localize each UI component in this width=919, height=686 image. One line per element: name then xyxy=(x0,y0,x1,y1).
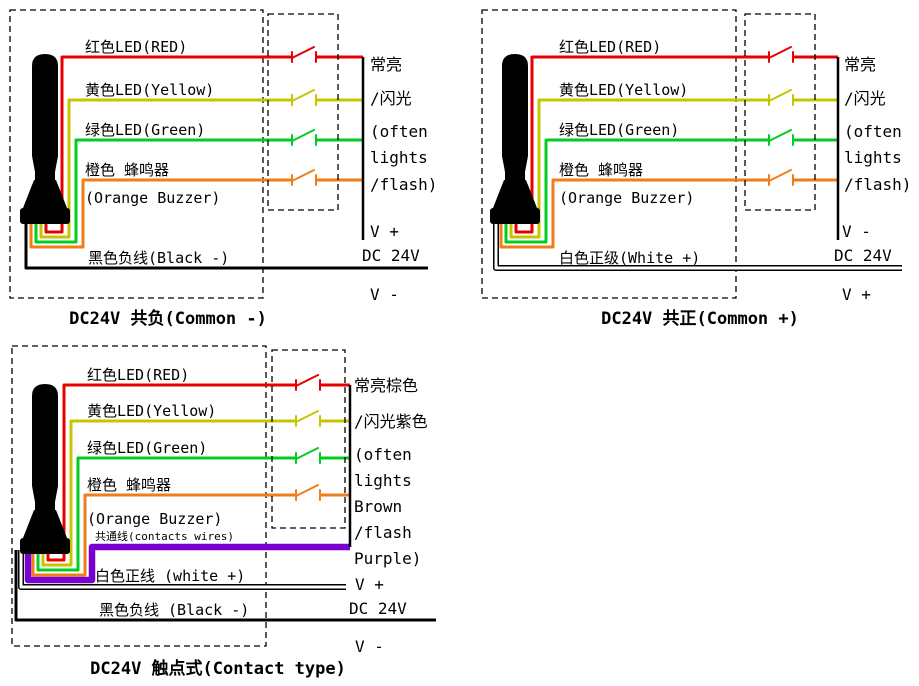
red-switch-icon xyxy=(291,46,317,63)
switch-group-box xyxy=(744,13,816,211)
purple-common-wire xyxy=(24,543,350,584)
white-wire xyxy=(19,550,346,589)
orange-wire-label-en: (Orange Buzzer) xyxy=(559,189,694,207)
tower-body xyxy=(493,54,537,208)
tower-base xyxy=(20,538,70,554)
mode-note-line: /闪光 xyxy=(370,89,412,108)
yellow-wire-label: 黄色LED(Yellow) xyxy=(87,402,216,420)
black-wire xyxy=(14,550,436,622)
mode-note-line: lights xyxy=(354,471,412,490)
mode-note-line: lights xyxy=(844,148,902,167)
tower-boundary-box xyxy=(481,9,737,299)
vminus-terminal-label: V - xyxy=(355,637,384,656)
red-wire-label: 红色LED(RED) xyxy=(85,38,187,56)
mode-note-line: 常亮 xyxy=(370,55,402,74)
diagram-dc24v-contact-type: 红色LED(RED) 黄色LED(Yellow) 绿色LED(Green) 橙色… xyxy=(11,345,436,679)
vplus-terminal-label: V + xyxy=(370,222,399,241)
switch-group-box xyxy=(271,349,346,529)
yellow-switch-icon xyxy=(295,410,321,427)
vminus-terminal-label: V - xyxy=(842,222,871,241)
vplus-terminal-label: V + xyxy=(842,285,871,304)
vplus-terminal-label: V + xyxy=(355,575,384,594)
green-wire-label: 绿色LED(Green) xyxy=(559,121,679,139)
red-wire-label: 红色LED(RED) xyxy=(87,366,189,384)
diagram-caption: DC24V 共负(Common -) xyxy=(69,308,267,329)
white-wire-label: 白色正线 (white +) xyxy=(95,567,245,585)
green-switch-icon xyxy=(768,129,794,146)
signal-tower-icon xyxy=(20,384,70,554)
yellow-wire-label: 黄色LED(Yellow) xyxy=(559,81,688,99)
mode-note-line: Purple) xyxy=(354,549,421,568)
mode-note-line: /flash xyxy=(354,523,412,542)
switch-group-box xyxy=(267,13,339,211)
common-contact-wire-label: 共通线(contacts wires) xyxy=(95,529,234,543)
signal-tower-icon xyxy=(490,54,540,224)
mode-note-line: /闪光紫色 xyxy=(354,412,428,431)
mode-note-line: (often xyxy=(844,122,902,141)
tower-body xyxy=(23,54,67,208)
mode-note-line: /闪光 xyxy=(844,89,886,108)
orange-wire-label: 橙色 蜂鸣器 xyxy=(559,161,643,179)
tower-base xyxy=(490,208,540,224)
orange-wire-label-en: (Orange Buzzer) xyxy=(87,510,222,528)
black-wire xyxy=(24,220,428,270)
red-switch-icon xyxy=(768,46,794,63)
red-wire-label: 红色LED(RED) xyxy=(559,38,661,56)
white-wire xyxy=(494,220,902,270)
orange-switch-icon xyxy=(768,169,794,186)
tower-base xyxy=(20,208,70,224)
mode-note-line: lights xyxy=(370,148,428,167)
dc24v-label: DC 24V xyxy=(834,246,892,265)
mode-note-line: (often xyxy=(370,122,428,141)
mode-note-line: (often xyxy=(354,445,412,464)
orange-wire xyxy=(31,493,350,577)
yellow-switch-icon xyxy=(768,89,794,106)
signal-tower-icon xyxy=(20,54,70,224)
green-switch-icon xyxy=(295,447,321,464)
mode-note-line: 常亮 xyxy=(844,55,876,74)
yellow-wire-label: 黄色LED(Yellow) xyxy=(85,81,214,99)
dc24v-label: DC 24V xyxy=(349,599,407,618)
orange-wire-label: 橙色 蜂鸣器 xyxy=(85,161,169,179)
red-wire xyxy=(46,383,350,562)
dc24v-label: DC 24V xyxy=(362,246,420,265)
orange-switch-icon xyxy=(295,484,321,501)
black-wire-label: 黑色负线(Black -) xyxy=(88,249,229,267)
diagram-dc24v-common-positive: 红色LED(RED) 黄色LED(Yellow) 绿色LED(Green) 橙色… xyxy=(481,9,911,329)
diagram-dc24v-common-negative: 红色LED(RED) 黄色LED(Yellow) 绿色LED(Green) 橙色… xyxy=(9,9,437,329)
yellow-wire xyxy=(39,98,363,239)
red-switch-icon xyxy=(295,374,321,391)
mode-note-line: 常亮棕色 xyxy=(354,376,418,395)
mode-note-line: /flash) xyxy=(844,175,911,194)
green-switch-icon xyxy=(291,129,317,146)
green-wire-label: 绿色LED(Green) xyxy=(85,121,205,139)
vminus-terminal-label: V - xyxy=(370,285,399,304)
yellow-switch-icon xyxy=(291,89,317,106)
orange-switch-icon xyxy=(291,169,317,186)
diagram-caption: DC24V 共正(Common +) xyxy=(601,309,799,329)
red-wire xyxy=(44,55,363,234)
mode-note-line: Brown xyxy=(354,497,402,516)
diagram-caption: DC24V 触点式(Contact type) xyxy=(90,658,346,679)
tower-body xyxy=(23,384,67,538)
white-wire-label: 白色正级(White +) xyxy=(559,249,700,267)
green-wire-label: 绿色LED(Green) xyxy=(87,439,207,457)
green-wire xyxy=(34,138,363,244)
orange-wire xyxy=(29,178,363,249)
black-wire-label: 黑色负线 (Black -) xyxy=(99,601,249,619)
orange-wire-label-en: (Orange Buzzer) xyxy=(85,189,220,207)
orange-wire-label: 橙色 蜂鸣器 xyxy=(87,476,171,494)
mode-note-line: /flash) xyxy=(370,175,437,194)
